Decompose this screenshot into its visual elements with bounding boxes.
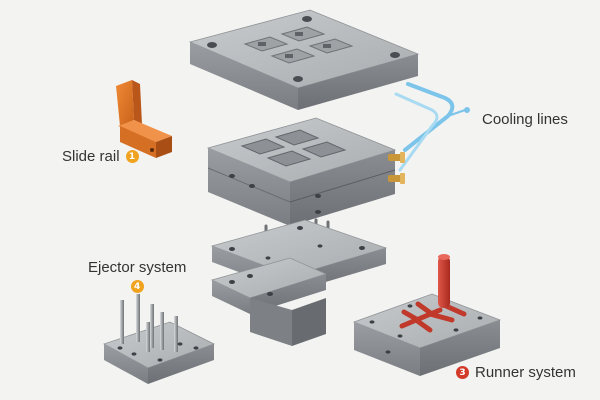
runner-system-part bbox=[352, 254, 502, 376]
ejector-pins bbox=[120, 294, 178, 352]
cavity-plate bbox=[206, 117, 405, 226]
bottom-plate bbox=[210, 257, 328, 346]
sprue bbox=[438, 256, 450, 308]
cooling-lines-tube bbox=[394, 82, 470, 172]
runner-channels bbox=[399, 301, 467, 333]
runner-system-text: Runner system bbox=[475, 364, 576, 381]
cooling-lines-text: Cooling lines bbox=[482, 111, 568, 128]
brass-fittings bbox=[388, 152, 405, 184]
ejector-system-text: Ejector system bbox=[88, 259, 187, 276]
slide-rail-text: Slide rail bbox=[62, 148, 120, 165]
top-plate bbox=[188, 9, 420, 110]
ejector-system-part bbox=[103, 294, 216, 384]
runner-system-label: 3 Runner system bbox=[456, 364, 576, 381]
slide-rail-label: Slide rail 1 bbox=[62, 148, 139, 165]
ejector-system-label: Ejector system 4 bbox=[88, 259, 186, 293]
cooling-lines-label: Cooling lines bbox=[482, 111, 568, 128]
ejector-system-badge: 4 bbox=[130, 280, 144, 293]
slide-rail-badge: 1 bbox=[125, 150, 139, 163]
slide-rail-part bbox=[116, 80, 172, 158]
runner-system-badge: 3 bbox=[456, 366, 469, 379]
